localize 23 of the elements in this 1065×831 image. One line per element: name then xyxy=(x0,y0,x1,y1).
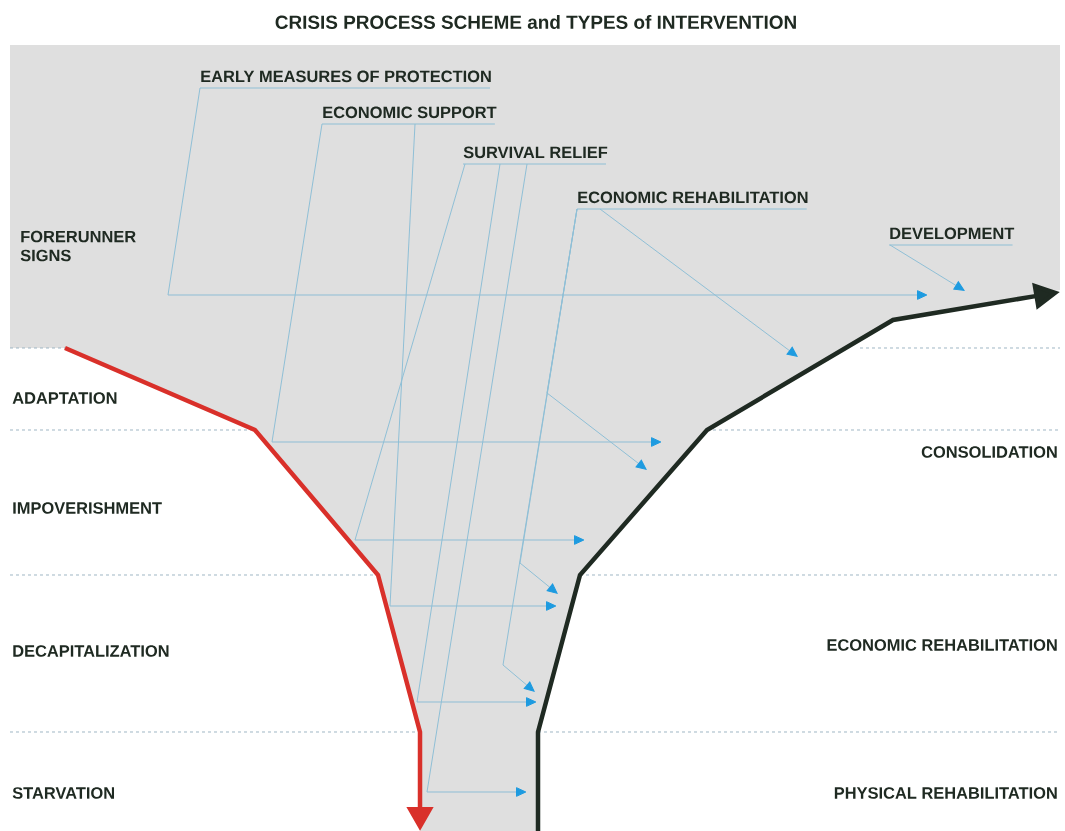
stage-label: CONSOLIDATION xyxy=(921,446,1057,458)
leader-arrow xyxy=(271,123,662,447)
intervention-label: DEVELOPMENT xyxy=(888,227,1015,246)
title: CRISIS PROCESS SCHEME and TYPES of INTERVENTION xyxy=(275,15,796,29)
intervention-label: ECONOMIC SUPPORT xyxy=(321,106,497,125)
stage-label: STARVATION xyxy=(12,787,114,799)
leader-arrow xyxy=(519,208,578,594)
stage-label: IMPOVERISHMENT xyxy=(13,502,162,514)
leader-arrow xyxy=(889,244,965,291)
stage-label: FORERUNNER SIGNS xyxy=(20,230,136,262)
intervention-label: EARLY MEASURES OF PROTECTION xyxy=(199,70,491,89)
leader-arrow xyxy=(354,163,585,545)
stage-label: ECONOMIC REHABILITATION xyxy=(827,639,1057,651)
leader-arrow xyxy=(389,123,557,611)
stage-label: ADAPTATION xyxy=(12,392,117,404)
leader-arrow xyxy=(599,208,798,357)
leader-arrow xyxy=(416,163,537,707)
intervention-label: ECONOMIC REHABILITATION xyxy=(576,191,808,210)
leader-arrow xyxy=(426,163,528,797)
leader-arrow xyxy=(167,87,928,300)
intervention-label: SURVIVAL RELIEF xyxy=(462,146,608,165)
stage-label: PHYSICAL REHABILITATION xyxy=(834,787,1057,799)
stage-label: DECAPITALIZATION xyxy=(13,645,169,657)
